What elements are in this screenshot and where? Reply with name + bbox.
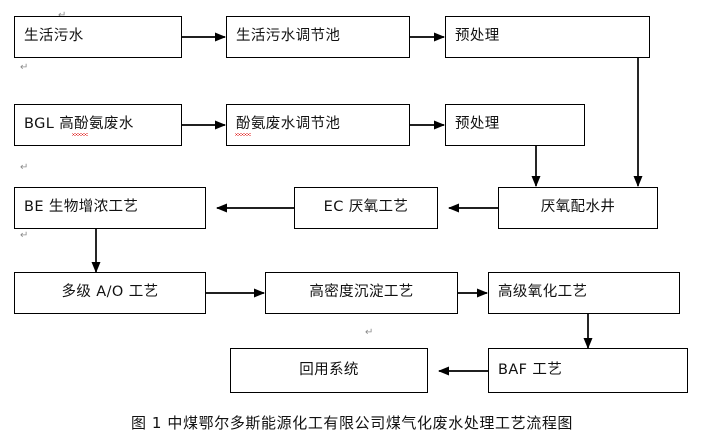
- node-label: 厌氧配水井: [540, 199, 616, 216]
- node-domestic-equal-tank[interactable]: 生活污水调节池: [226, 16, 410, 58]
- spellcheck-underline: [235, 133, 251, 136]
- node-anaerobic-distributor[interactable]: 厌氧配水井: [498, 187, 658, 229]
- paragraph-mark-icon: ↵: [365, 327, 374, 338]
- node-be-bio-enrichment[interactable]: BE 生物增浓工艺: [14, 187, 206, 229]
- node-label: EC 厌氧工艺: [323, 199, 409, 216]
- figure-caption: 图 1 中煤鄂尔多斯能源化工有限公司煤气化废水处理工艺流程图: [130, 414, 574, 432]
- paragraph-mark-icon: ↵: [58, 10, 66, 21]
- node-domestic-sewage[interactable]: 生活污水: [14, 16, 182, 58]
- node-label: 回用系统: [299, 361, 359, 378]
- node-advanced-oxidation[interactable]: 高级氧化工艺: [488, 272, 680, 314]
- node-label: 生活污水: [24, 28, 84, 45]
- node-pretreatment-2[interactable]: 预处理: [445, 104, 585, 146]
- paragraph-mark-icon: ↵: [20, 230, 29, 241]
- node-label: BAF 工艺: [498, 361, 563, 378]
- node-ec-anaerobic[interactable]: EC 厌氧工艺: [294, 187, 438, 229]
- node-bgl-phenol-ammonia[interactable]: BGL 高酚氨废水: [14, 104, 182, 146]
- node-label: 预处理: [455, 116, 500, 133]
- node-label: 预处理: [455, 28, 500, 45]
- node-label: 高级氧化工艺: [498, 284, 588, 301]
- node-label: BE 生物增浓工艺: [24, 199, 139, 216]
- node-label: 酚氨废水调节池: [236, 116, 341, 133]
- node-reuse-system[interactable]: 回用系统: [230, 348, 428, 393]
- node-pretreatment-1[interactable]: 预处理: [445, 16, 650, 58]
- paragraph-mark-icon: ↵: [20, 62, 29, 73]
- node-baf-process[interactable]: BAF 工艺: [488, 348, 688, 393]
- node-high-density-settling[interactable]: 高密度沉淀工艺: [265, 272, 458, 314]
- node-label: 多级 A/O 工艺: [61, 284, 159, 301]
- node-label: 高密度沉淀工艺: [309, 284, 414, 301]
- node-phenol-equal-tank[interactable]: 酚氨废水调节池: [226, 104, 410, 146]
- node-label: 生活污水调节池: [236, 28, 341, 45]
- paragraph-mark-icon: ↵: [20, 162, 29, 173]
- spellcheck-underline: [72, 133, 88, 136]
- node-label: BGL 高酚氨废水: [24, 116, 134, 133]
- node-multistage-ao[interactable]: 多级 A/O 工艺: [14, 272, 206, 314]
